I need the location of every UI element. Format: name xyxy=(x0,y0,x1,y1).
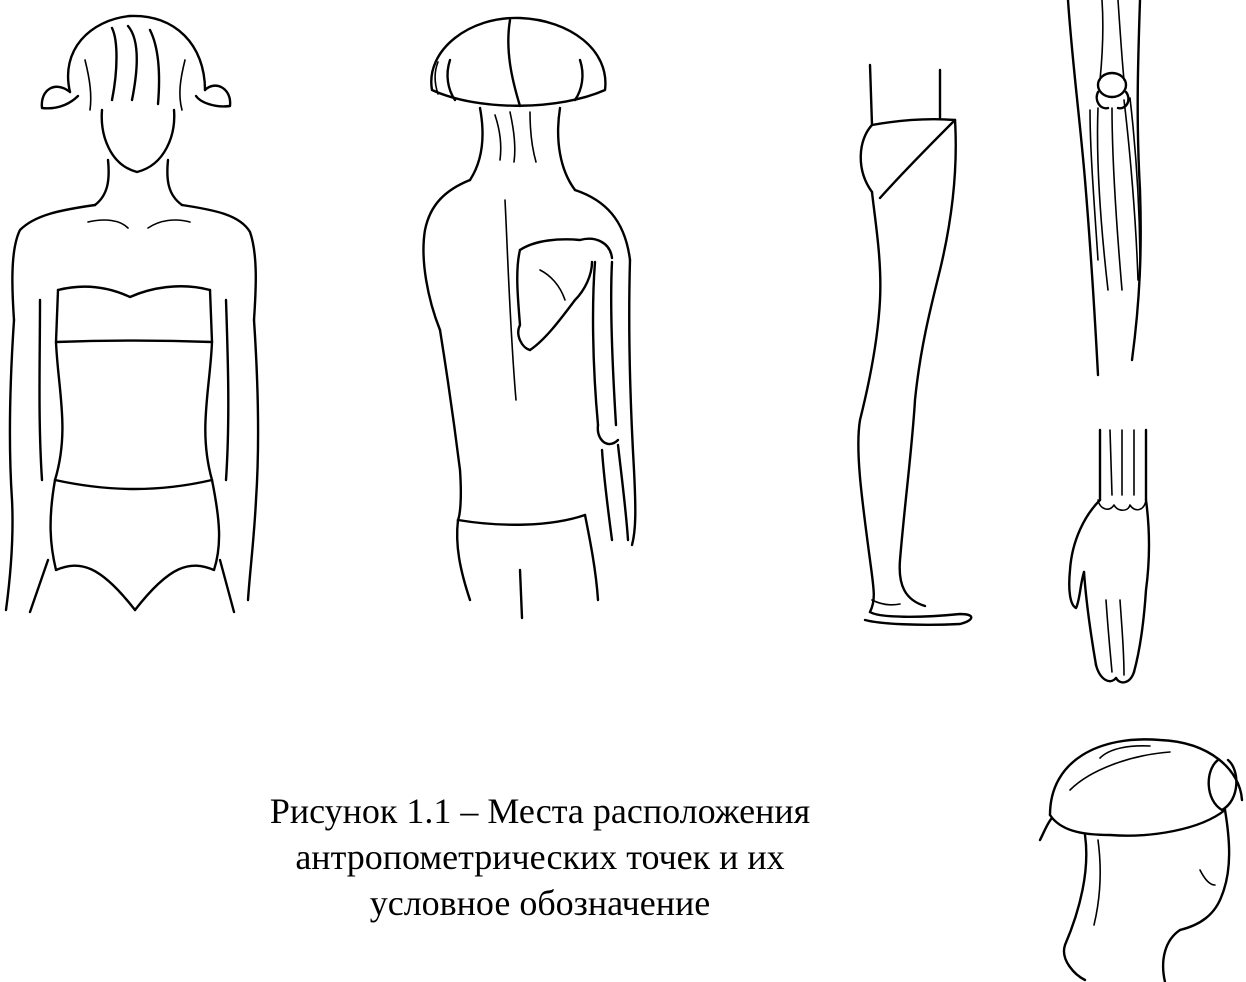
side-leg-figure xyxy=(858,65,971,625)
arm-figure xyxy=(1068,0,1141,375)
figure-caption: Рисунок 1.1 – Места расположения антропо… xyxy=(150,788,930,926)
hand-figure xyxy=(1069,430,1149,682)
head-profile-figure xyxy=(1040,739,1242,982)
back-torso-figure xyxy=(423,18,635,618)
front-torso-figure xyxy=(6,16,258,612)
caption-line: условное обозначение xyxy=(150,880,930,926)
caption-line: антропометрических точек и их xyxy=(150,834,930,880)
caption-line: Рисунок 1.1 – Места расположения xyxy=(150,788,930,834)
